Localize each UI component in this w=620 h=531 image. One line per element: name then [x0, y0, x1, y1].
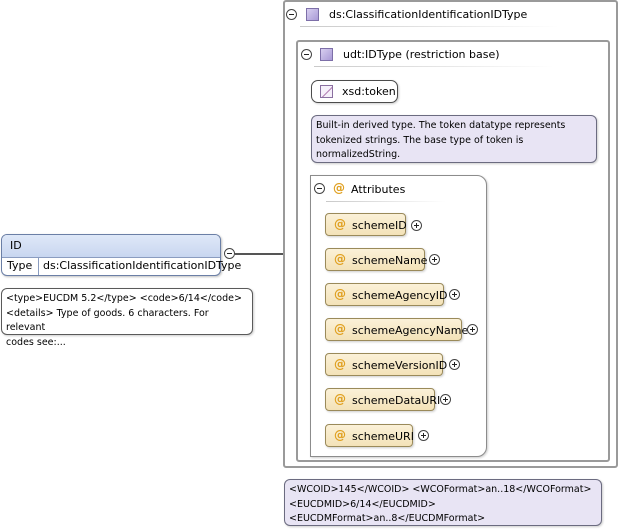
complex-type-name: ds:ClassificationIdentificationIDType [329, 8, 528, 21]
complex-type-annotation: <WCOID>145</WCOID> <WCOFormat>an..18</WC… [284, 479, 602, 526]
attribute-name: schemeURI [352, 430, 414, 443]
element-box[interactable]: ID Type ds:ClassificationIdentificationI… [1, 234, 241, 276]
attribute-at-icon: @ [334, 392, 346, 406]
simple-type-annotation-line: Built-in derived type. The token datatyp… [316, 120, 566, 131]
attribute-scheme-agency-id[interactable]: @ schemeAgencyID [325, 283, 448, 306]
element-collapse-toggle[interactable] [224, 248, 235, 259]
attribute-at-icon: @ [334, 252, 346, 266]
element-annotation-line: codes see:... [6, 336, 66, 348]
attribute-at-icon: @ [334, 428, 346, 442]
element-type-row: Type ds:ClassificationIdentificationIDTy… [2, 257, 241, 275]
simple-type-icon [320, 85, 333, 98]
attribute-at-icon: @ [334, 357, 346, 371]
attribute-expand-toggle[interactable] [429, 254, 440, 265]
attribute-expand-toggle[interactable] [449, 359, 460, 370]
element-type-label-cell: Type [2, 257, 39, 275]
element-header: ID [2, 235, 220, 258]
attributes-collapse-toggle[interactable] [314, 183, 325, 194]
simple-type-annotation-line: tokenized strings. The base type of toke… [316, 134, 524, 146]
simple-type-name: xsd:token [342, 85, 396, 98]
base-type-icon [320, 48, 333, 61]
element-type-label: Type [7, 259, 33, 272]
attribute-expand-toggle[interactable] [440, 394, 451, 405]
attribute-at-icon: @ [334, 322, 346, 336]
attribute-expand-toggle[interactable] [418, 430, 429, 441]
attribute-scheme-uri[interactable]: @ schemeURI [325, 424, 414, 447]
attribute-name: schemeName [352, 254, 428, 267]
complex-type-annotation-line: <EUCDMID>6/14</EUCDMID> [289, 498, 436, 510]
base-type-collapse-toggle[interactable] [301, 49, 312, 60]
attributes-at-icon: @ [333, 181, 345, 195]
attribute-name: schemeDataURI [352, 394, 441, 407]
simple-type-annotation-line: normalizedString. [316, 149, 401, 160]
complex-type-collapse-toggle[interactable] [286, 9, 297, 20]
attributes-underline [326, 201, 446, 202]
attribute-expand-toggle[interactable] [411, 220, 422, 231]
attributes-label: Attributes [351, 183, 406, 196]
complex-type-underline [300, 26, 560, 27]
attribute-name: schemeID [352, 219, 407, 232]
attribute-scheme-id[interactable]: @ schemeID [325, 213, 407, 236]
element-annotation: <type>EUCDM 5.2</type> <code>6/14</code>… [1, 288, 253, 348]
attribute-scheme-agency-name[interactable]: @ schemeAgencyName [325, 318, 468, 341]
attribute-at-icon: @ [334, 217, 346, 231]
attribute-expand-toggle[interactable] [467, 324, 478, 335]
attribute-name: schemeAgencyName [352, 324, 469, 337]
base-type-underline [314, 66, 554, 67]
element-type-value: ds:ClassificationIdentificationIDType [43, 259, 242, 272]
attribute-at-icon: @ [334, 287, 346, 301]
base-type-name: udt:IDType (restriction base) [343, 48, 500, 61]
complex-type-annotation-line: <WCOID>145</WCOID> <WCOFormat>an..18</WC… [289, 484, 592, 495]
simple-type-annotation: Built-in derived type. The token datatyp… [311, 115, 597, 163]
complex-type-icon [306, 8, 319, 21]
attribute-expand-toggle[interactable] [449, 289, 460, 300]
element-annotation-line: <details> Type of goods. 6 characters. F… [6, 307, 209, 334]
complex-type-annotation-line: <EUCDMFormat>an..8</EUCDMFormat> [289, 513, 486, 524]
element-name: ID [10, 239, 22, 252]
attribute-scheme-data-uri[interactable]: @ schemeDataURI [325, 388, 440, 411]
attribute-name: schemeVersionID [352, 359, 448, 372]
connector-line-left [235, 253, 295, 255]
attribute-scheme-version-id[interactable]: @ schemeVersionID [325, 353, 447, 376]
element-annotation-line: <type>EUCDM 5.2</type> <code>6/14</code> [6, 293, 242, 304]
attribute-name: schemeAgencyID [352, 289, 448, 302]
attribute-scheme-name[interactable]: @ schemeName [325, 248, 428, 271]
